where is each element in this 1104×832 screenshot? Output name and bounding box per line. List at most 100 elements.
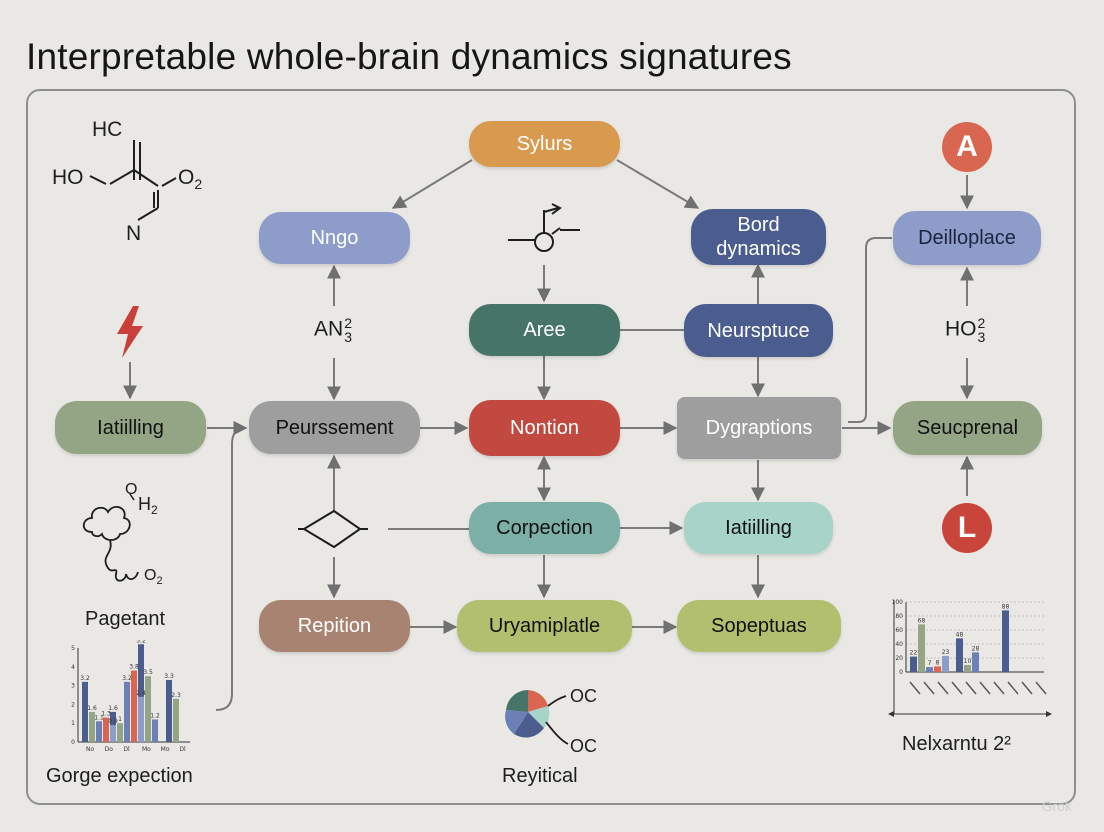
cloud-o2-sub: 2 (156, 575, 162, 587)
y-tick-label: 80 (895, 613, 903, 620)
bar (117, 723, 123, 742)
bar (138, 644, 144, 742)
formula-ho: HO 2 3 (945, 316, 985, 344)
svg-text:H2: H2 (138, 494, 158, 517)
cloud-h2: H (138, 494, 151, 514)
node-uryamiplatle[interactable]: Uryamiplatle (457, 600, 632, 652)
mol-o2-sub: 2 (194, 176, 202, 192)
node-iatiilling-right[interactable]: Iatiilling (684, 502, 833, 554)
x-tick-label-scribble (965, 681, 977, 695)
bar-value-label: 8 (936, 659, 940, 666)
y-tick-label: 20 (895, 655, 903, 662)
bar (103, 717, 109, 742)
x-tick-label: Dl (179, 746, 186, 753)
x-tick-label-scribble (1007, 681, 1019, 695)
bar (956, 638, 963, 672)
svg-text:O2: O2 (178, 166, 202, 192)
bar-value-label: 1.1 (94, 714, 104, 721)
x-tick-label: Mo (142, 746, 151, 753)
x-tick-label-scribble (923, 681, 935, 695)
node-bord-dynamics[interactable]: Bord dynamics (691, 209, 826, 265)
node-dygraptions[interactable]: Dygraptions (677, 397, 841, 459)
bar-value-label: 1.3 (101, 711, 111, 718)
x-tick-label: Do (105, 746, 114, 753)
bar-value-label: 48 (956, 631, 964, 638)
bar (964, 665, 971, 672)
node-nngo[interactable]: Nngo (259, 212, 410, 264)
bar (89, 711, 95, 742)
bar-chart-left: 0123453.21.65.23.31.613.52.31.13.21.21.3… (71, 640, 190, 753)
mol-ho: HO (52, 166, 84, 189)
bar-value-label: 1.6 (87, 705, 97, 712)
x-axis-arrowhead (1046, 711, 1052, 717)
x-axis-arrowtail (888, 711, 894, 717)
bar (82, 681, 88, 742)
bar (166, 679, 172, 742)
formula-an-sub: 3 (344, 329, 352, 345)
node-peurssement[interactable]: Peurssement (249, 401, 420, 454)
bar-value-label: 10 (964, 658, 972, 665)
node-neursptuce[interactable]: Neursptuce (684, 304, 833, 357)
node-corpection[interactable]: Corpection (469, 502, 620, 554)
bar-value-label: 1.2 (150, 712, 160, 719)
x-tick-labels (909, 681, 1047, 695)
bar-value-label: 0.9 (108, 718, 118, 725)
x-tick-label: No (86, 746, 94, 753)
node-bord-line1: Bord (737, 214, 780, 236)
x-tick-label-scribble (993, 681, 1005, 695)
y-tick-label: 5 (71, 645, 75, 652)
brain-doodle-icon: O H2 O2 (82, 481, 163, 587)
bar-value-label: 3.2 (122, 675, 132, 682)
x-tick-label-scribble (979, 681, 991, 695)
diamond-symbol-icon (298, 509, 368, 549)
y-tick-label: 60 (895, 627, 903, 634)
formula-ho-sup: 2 (977, 315, 986, 331)
mol-hc: HC (92, 118, 122, 141)
bar (1002, 610, 1009, 672)
bar-value-label: 3.8 (129, 664, 139, 671)
bar (910, 656, 917, 672)
x-tick-label-scribble (1035, 681, 1047, 695)
diagram-frame (26, 89, 1076, 805)
y-tick-label: 4 (71, 664, 75, 671)
bar (110, 725, 116, 742)
node-deilloplace[interactable]: Deilloplace (893, 211, 1041, 265)
node-seucprenal[interactable]: Seucprenal (893, 401, 1042, 455)
x-tick-label-scribble (951, 681, 963, 695)
y-tick-label: 0 (899, 669, 903, 676)
node-repition[interactable]: Repition (259, 600, 410, 652)
bar-value-label: 2.4 (136, 690, 146, 697)
neuron-symbol-icon (508, 203, 580, 252)
node-nontion[interactable]: Nontion (469, 400, 620, 456)
node-sopeptuas[interactable]: Sopeptuas (677, 600, 841, 652)
cloud-o: O (125, 481, 137, 498)
x-tick-label-scribble (1021, 681, 1033, 695)
formula-an: AN 2 3 (314, 316, 352, 344)
edge-chart-peurssement (215, 421, 248, 711)
bar-value-label: 23 (942, 649, 950, 656)
bar (942, 655, 949, 672)
bar (131, 670, 137, 742)
bar (926, 667, 933, 672)
bar-value-label: 68 (918, 617, 926, 624)
bar-value-label: 3.2 (80, 675, 90, 682)
bar (138, 696, 144, 742)
lightning-icon (117, 306, 143, 358)
node-aree[interactable]: Aree (469, 304, 620, 356)
x-tick-label-scribble (909, 681, 921, 695)
edge-sylurs-bord (616, 159, 700, 209)
bar-value-label: 3.5 (143, 669, 153, 676)
node-sylurs[interactable]: Sylurs (469, 121, 620, 167)
x-tick-label: Dl (123, 746, 130, 753)
label-nelxarntu: Nelxarntu 2² (902, 733, 1011, 755)
y-tick-label: 100 (892, 599, 904, 606)
pie-label-oc1: OC (570, 686, 597, 706)
bar-value-label: 2.3 (171, 692, 181, 699)
signal-a-icon: A (942, 122, 992, 172)
node-bord-line2: dynamics (716, 238, 801, 260)
bar (934, 666, 941, 672)
bar-value-label: 1.6 (108, 705, 118, 712)
node-iatiilling-left[interactable]: Iatiilling (55, 401, 206, 454)
